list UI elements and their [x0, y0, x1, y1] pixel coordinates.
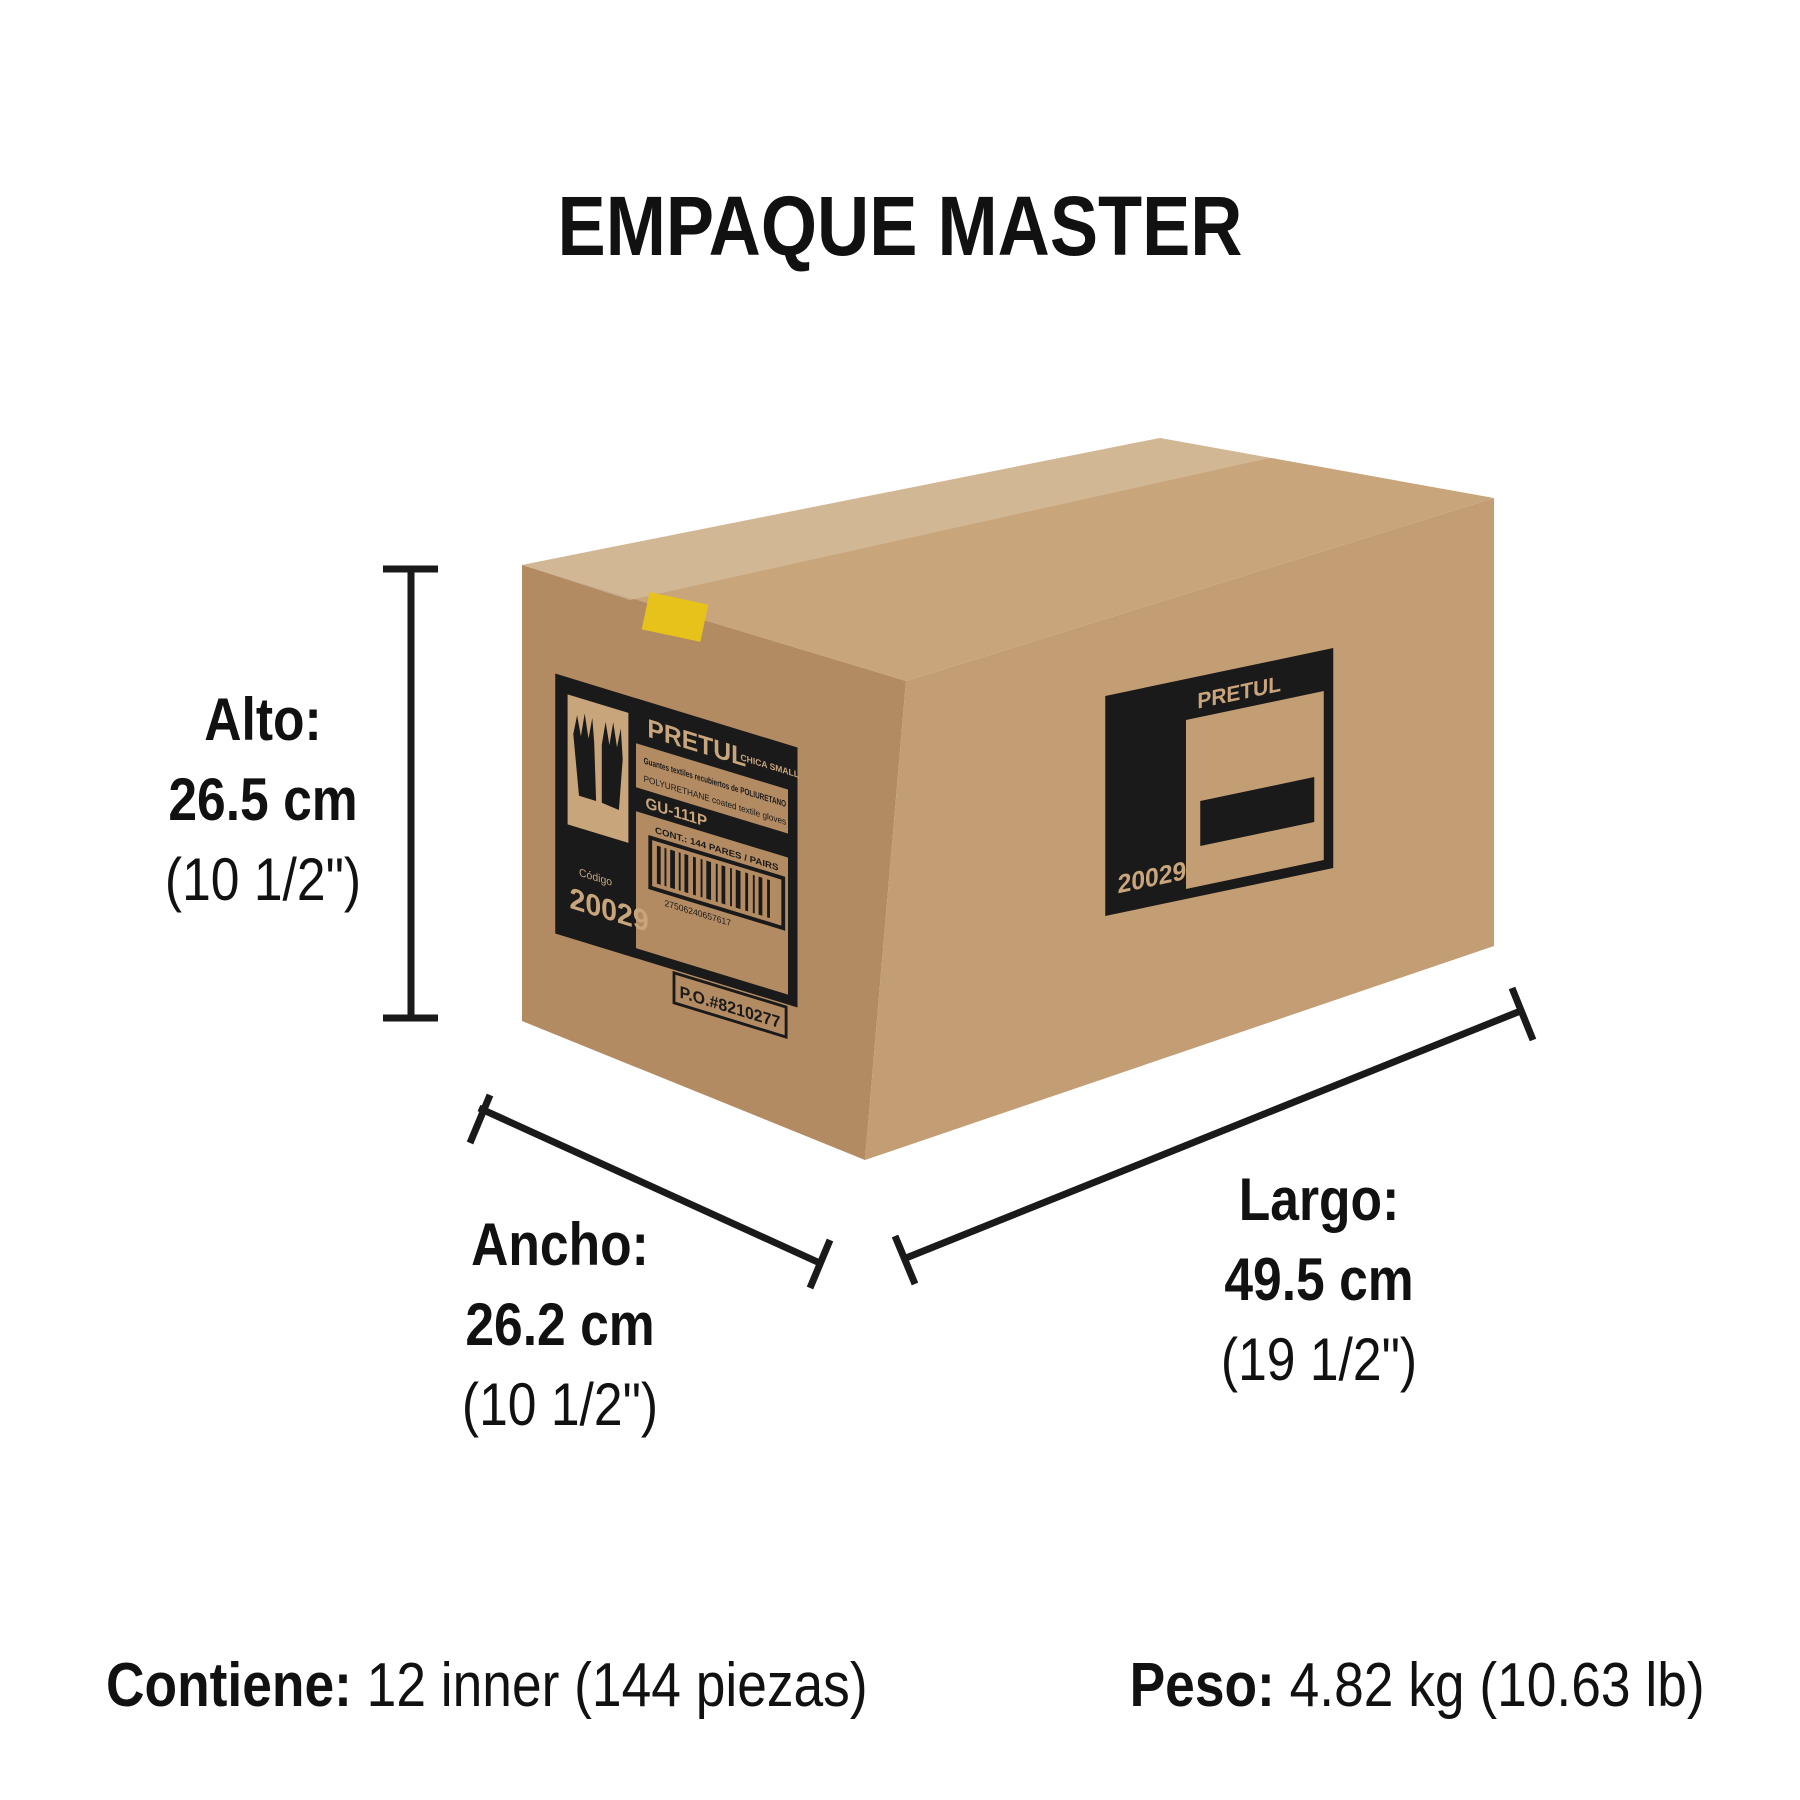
box-top-face — [522, 438, 1494, 681]
ancho-dimension-line — [466, 1093, 834, 1290]
alto-title: Alto: — [204, 686, 322, 753]
barcode — [648, 834, 786, 931]
peso-label: Peso: — [1129, 1651, 1276, 1720]
largo-label: Largo: 49.5 cm (19 1/2") — [1119, 1160, 1519, 1400]
ancho-imperial: (10 1/2") — [461, 1371, 659, 1438]
contents-info: Contiene: 12 inner (144 piezas) — [106, 1650, 868, 1721]
ancho-metric: 26.2 cm — [465, 1291, 655, 1358]
alto-metric: 26.5 cm — [168, 766, 358, 833]
front-label: PRETUL 20029 — [1105, 647, 1334, 917]
ancho-title: Ancho: — [471, 1211, 649, 1278]
gloves-icon — [573, 713, 623, 810]
peso-value: 4.82 kg (10.63 lb) — [1290, 1651, 1705, 1720]
contiene-value: 12 inner (144 piezas) — [366, 1651, 868, 1720]
largo-metric: 49.5 cm — [1224, 1246, 1414, 1313]
page-title: EMPAQUE MASTER — [557, 179, 1243, 273]
largo-imperial: (19 1/2") — [1220, 1326, 1418, 1393]
yellow-tape-icon — [641, 592, 709, 642]
largo-dimension-line — [891, 986, 1537, 1286]
contiene-label: Contiene: — [106, 1651, 352, 1720]
packing-tape — [522, 438, 1270, 600]
alto-dimension-line — [383, 565, 438, 1022]
ancho-label: Ancho: 26.2 cm (10 1/2") — [360, 1205, 760, 1445]
weight-info: Peso: 4.82 kg (10.63 lb) — [1130, 1650, 1705, 1721]
alto-label: Alto: 26.5 cm (10 1/2") — [63, 680, 463, 920]
alto-imperial: (10 1/2") — [164, 846, 362, 913]
largo-title: Largo: — [1238, 1166, 1400, 1233]
